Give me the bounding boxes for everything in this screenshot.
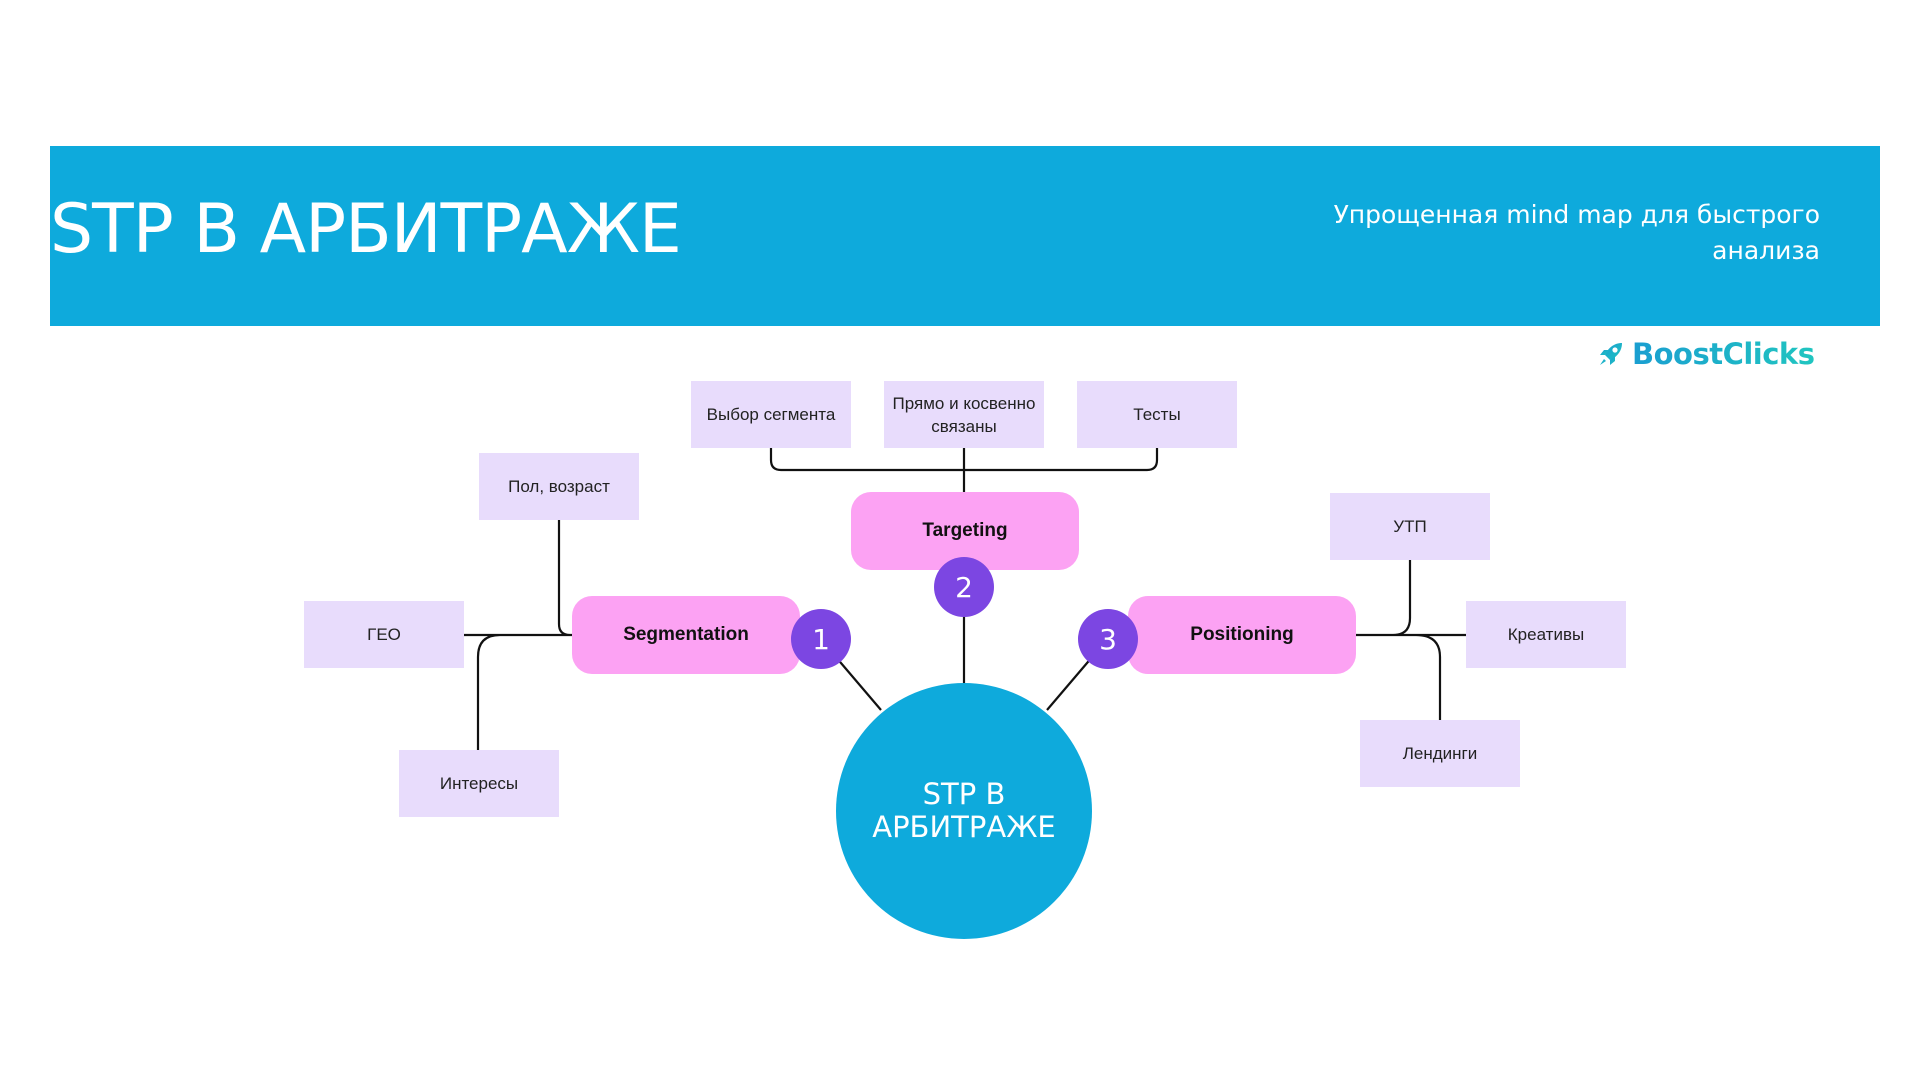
branch-segmentation: Segmentation (572, 596, 800, 674)
badge-positioning-number: 3 (1078, 609, 1138, 669)
page-subtitle: Упрощенная mind map для быстрого анализа (1333, 200, 1820, 265)
leaf-geo: ГЕО (304, 601, 464, 668)
leaf-usp: УТП (1330, 493, 1490, 560)
connector-center-segmentation (834, 655, 882, 711)
badge-segmentation-number: 1 (791, 609, 851, 669)
leaf-creatives: Креативы (1466, 601, 1626, 668)
leaf-interests: Интересы (399, 750, 559, 817)
branch-positioning: Positioning (1128, 596, 1356, 674)
badge-targeting-number: 2 (934, 557, 994, 617)
center-node-label: STP В АРБИТРАЖЕ (872, 777, 1056, 844)
leaf-gender-age: Пол, возраст (479, 453, 639, 520)
connector-segmentation-tree (464, 520, 572, 750)
connector-targeting-tree (769, 448, 1159, 492)
header-banner (50, 146, 1880, 326)
leaf-tests: Тесты (1077, 381, 1237, 448)
logo-text: BoostClicks (1632, 337, 1815, 371)
leaf-landings: Лендинги (1360, 720, 1520, 787)
brand-logo: BoostClicks (1596, 336, 1815, 372)
leaf-segment-choice: Выбор сегмента (691, 381, 851, 448)
connector-center-positioning (1046, 655, 1094, 711)
center-node: STP В АРБИТРАЖЕ (836, 683, 1092, 939)
rocket-icon (1600, 343, 1622, 365)
leaf-direct-indirect: Прямо и косвенно связаны (884, 381, 1044, 448)
page-title: STP В АРБИТРАЖЕ (50, 190, 682, 269)
connector-positioning-tree (1356, 560, 1466, 720)
